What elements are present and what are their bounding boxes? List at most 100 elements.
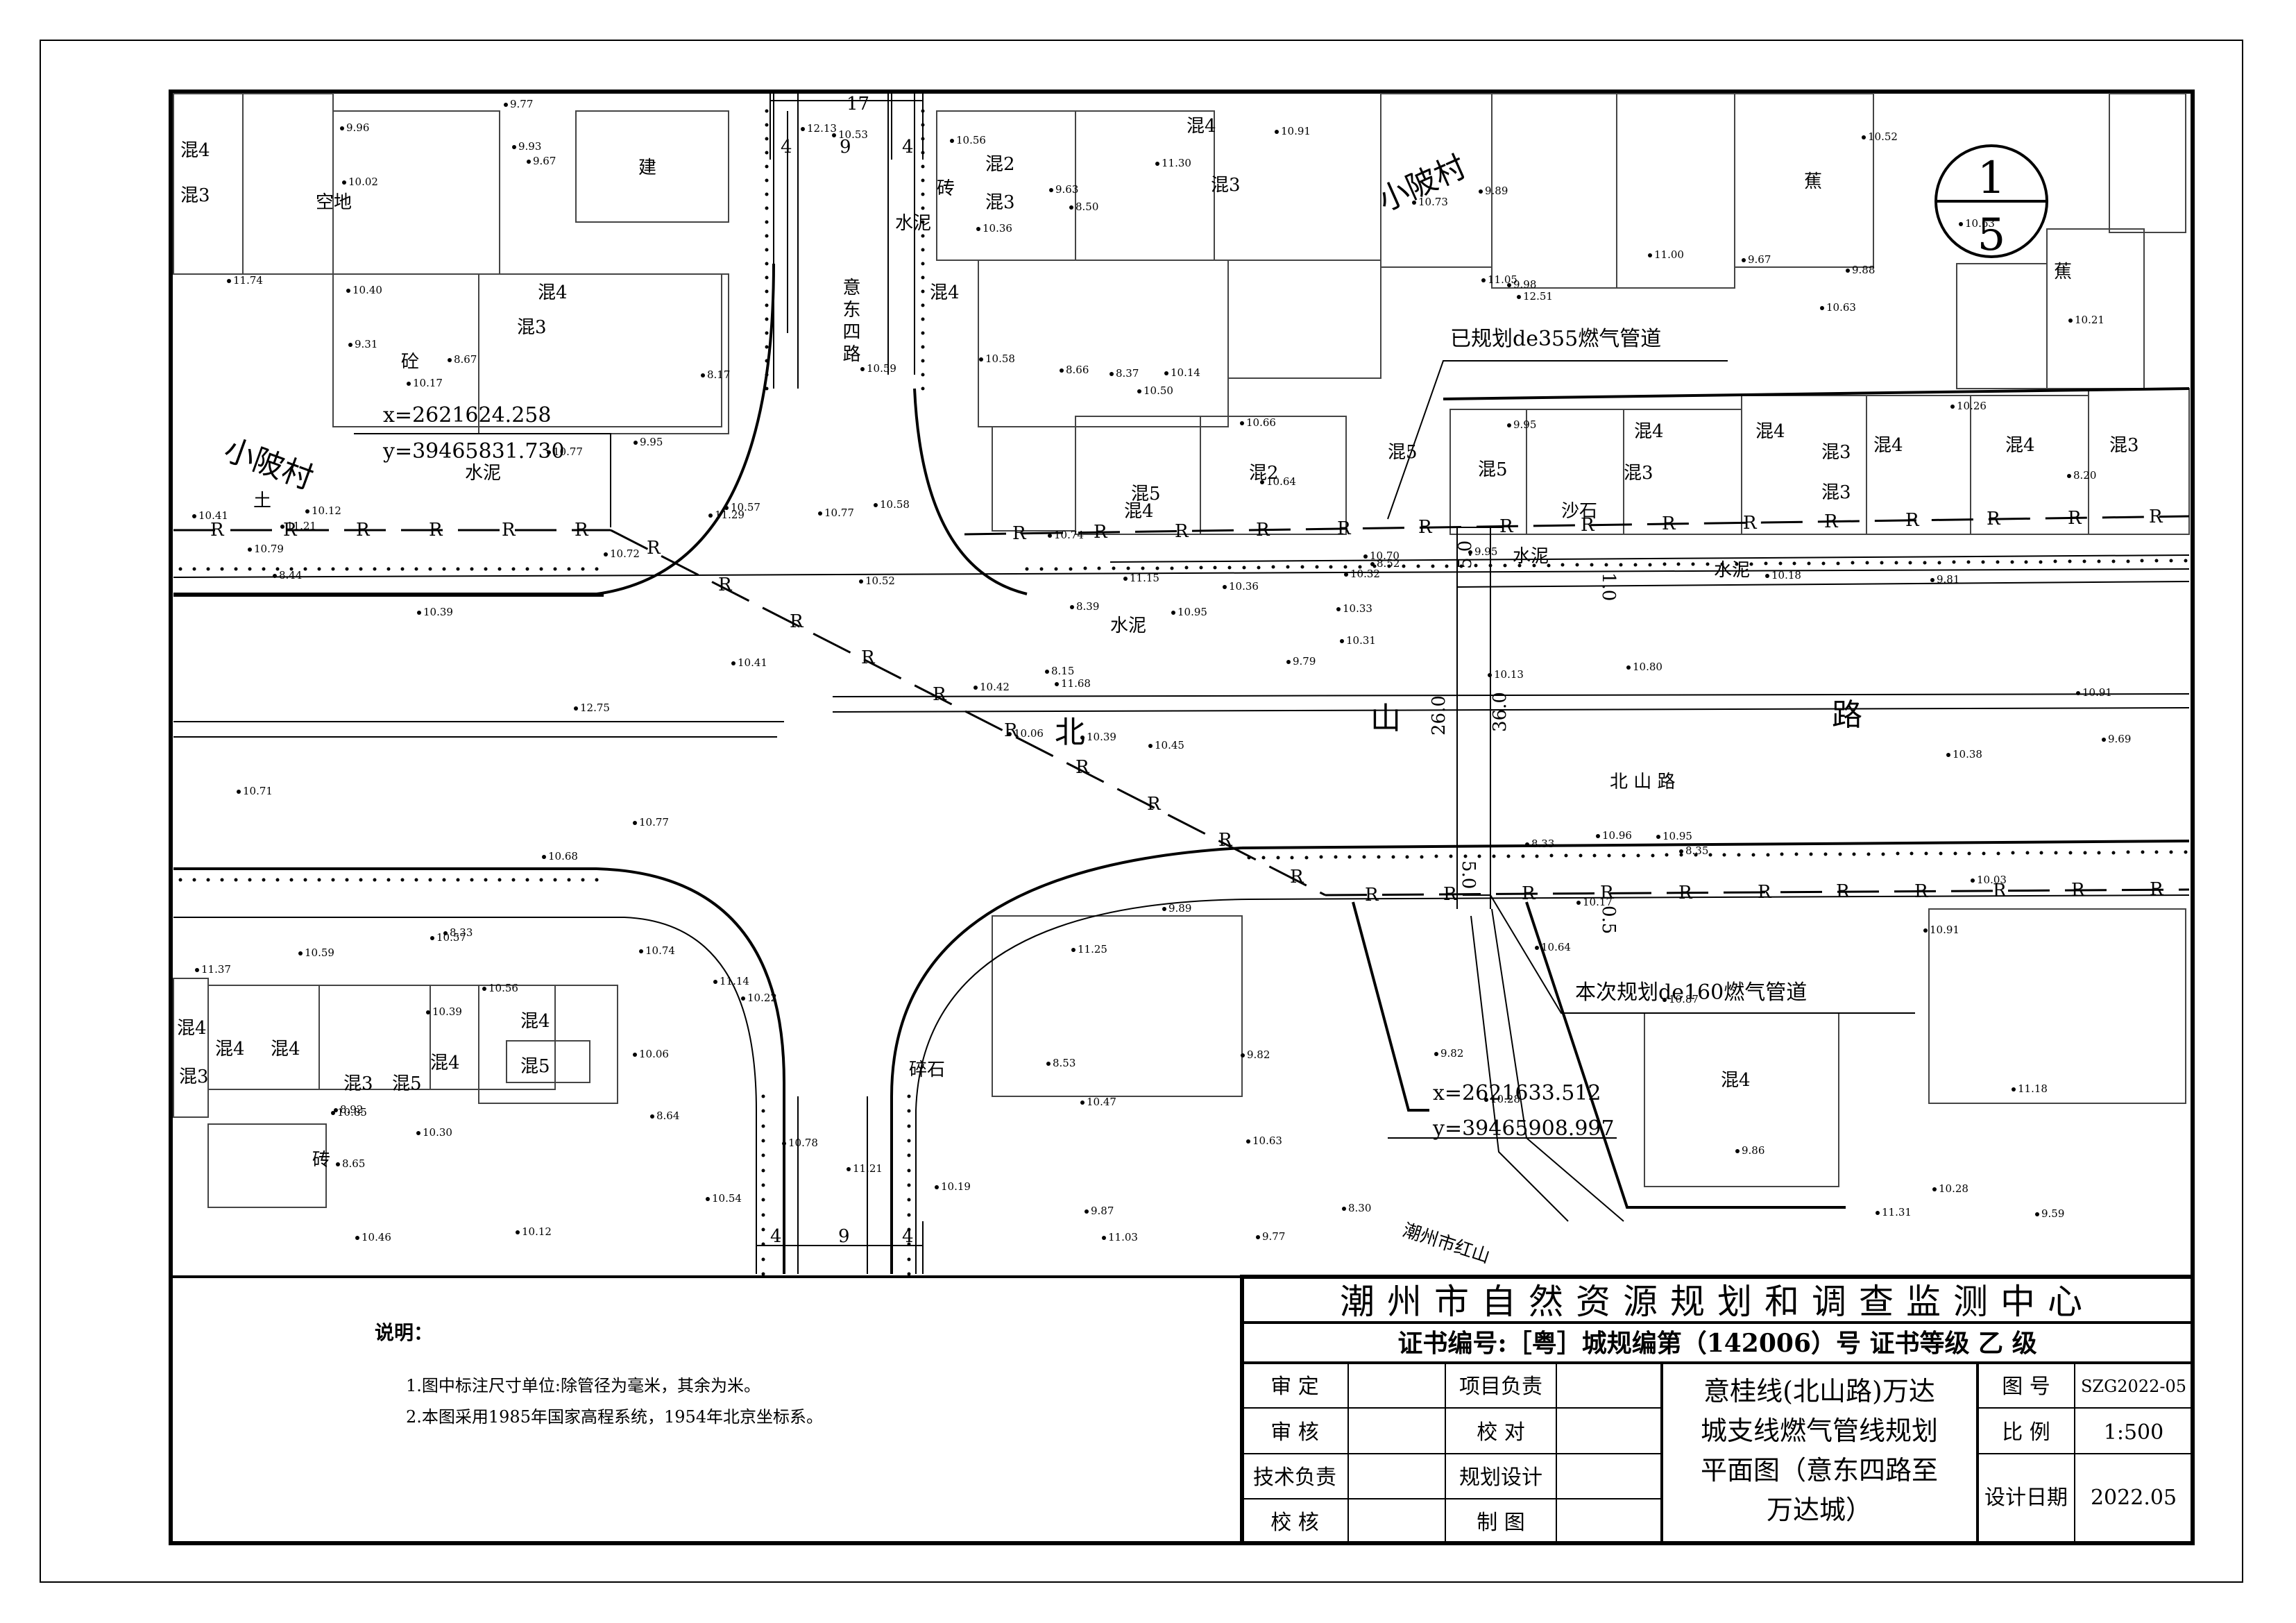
sidewalk-dot [1477,854,1481,858]
sidewalk-dot [1549,853,1554,858]
elevation-value: 11.74 [233,274,263,287]
title-block: 潮州市自然资源规划和调查监测中心 证书编号:［粤］城规编第（142006）号 证… [1240,1275,2195,1545]
sidewalk-dot [907,1169,911,1173]
sidewalk-dot [1838,852,1842,856]
elevation-value: 10.39 [423,606,453,618]
sidewalk-dot [921,359,925,363]
elevation-point [1137,389,1141,393]
sidewalk-dot [761,1198,765,1202]
sidewalk-dot [1663,562,1667,566]
elevation-value: 9.89 [1485,185,1508,197]
sidewalk-dot [921,234,925,238]
sidewalk-dot [1170,566,1174,570]
sidewalk-dot [1276,856,1280,860]
elevation-point [633,441,638,445]
elevation-value: 10.17 [413,377,443,389]
sidewalk-dot [1300,565,1304,569]
sidewalk-dot [484,878,488,882]
building-label: 混4 [177,1018,207,1039]
elevation-value: 10.36 [1229,580,1259,593]
pipe-marker-r: R [1175,521,1189,542]
sidewalk-dot [765,275,769,280]
elevation-value: 10.63 [1252,1135,1282,1147]
elevation-value: 10.52 [865,575,895,587]
elevation-point [227,279,231,283]
elevation-point [1517,295,1521,299]
sidewalk-dot [317,878,321,882]
sidewalk-dot [1676,562,1681,566]
row-2-label-1: 审 核 [1270,1420,1319,1445]
sidewalk-dot [2053,559,2057,563]
sidewalk-dot [1665,853,1669,857]
sidewalk-dot [921,109,925,113]
sidewalk-dot [2111,851,2116,855]
sidewalk-dot [1708,853,1712,857]
elevation-point [1876,1211,1880,1215]
elevation-point [192,514,196,518]
building-label: 砖 [312,1150,330,1171]
sidewalk-dot [761,1183,765,1187]
sidewalk-dot [345,878,349,882]
elevation-point [1246,1139,1250,1144]
sidewalk-dot [1054,567,1058,571]
elevation-point [847,1167,851,1171]
elevation-point [1256,1235,1260,1239]
elevation-value: 10.30 [423,1126,452,1139]
elevation-value: 10.95 [1177,606,1207,618]
building-label: 混3 [1624,463,1653,484]
building-label: 混3 [517,317,547,338]
map-area: 小陂村 小陂村 意东四路 北 山 路 北 山 路 潮州市红山 已规划de355燃… [173,93,2190,1276]
sidewalk-dot [1039,567,1044,571]
sidewalk-dot [1564,853,1568,858]
sidewalk-dot [1691,562,1695,566]
sidewalk-dot [765,248,769,252]
elevation-point [1679,849,1683,853]
elevation-point [1069,205,1073,210]
sidewalk-dot [921,303,925,307]
sidewalk-dot [1315,565,1319,569]
elevation-point [1576,901,1581,905]
sidewalk-dot [1694,853,1698,857]
elevation-value: 10.02 [348,176,378,188]
sidewalk-dot [1155,566,1159,570]
project-title-line-2: 城支线燃气管线规划 [1701,1416,1938,1446]
elevation-value: 9.82 [1440,1047,1463,1060]
sidewalk-dot [1532,563,1536,568]
offset-1: 5.0 [1455,541,1476,569]
sidewalk-dot [1953,851,1957,856]
sidewalk-dot [1706,562,1710,566]
sidewalk-dot [1821,561,1826,566]
sidewalk-dot [511,878,516,882]
elevation-value: 11.25 [1078,943,1107,955]
sidewalk-dot [1391,855,1395,859]
elevation-value: 10.78 [788,1137,818,1149]
sidewalk-dot [921,206,925,210]
elevation-point [1241,1053,1245,1057]
elevation-point [706,1197,710,1201]
pipe-marker-r: R [1290,867,1304,887]
sidewalk-dot [1866,852,1871,856]
elevation-value: 11.31 [1882,1206,1912,1218]
sidewalk-dot [1792,561,1796,566]
sidewalk-dot [1967,851,1971,856]
sidewalk-dot [2068,559,2072,563]
pipe-marker-r: R [718,575,733,595]
elevation-point [1148,744,1153,748]
sidewalk-dot [2141,850,2145,854]
sidewalk-dot [484,567,488,571]
sidewalk-dot [1720,562,1724,566]
sidewalk-dot [907,1109,911,1113]
building-label: 混4 [215,1039,245,1060]
sidewalk-dot [2010,560,2014,564]
elevation-value: 9.77 [1262,1230,1285,1243]
elevation-value: 10.77 [824,507,854,519]
offset-2: 1.0 [1598,572,1619,601]
elevation-value: 10.39 [432,1005,462,1018]
elevation-value: 10.57 [731,501,760,513]
sidewalk-dot [907,1242,911,1246]
elevation-value: 10.64 [1541,941,1571,953]
sidewalk-dot [2025,851,2030,855]
elevation-point [1155,162,1159,166]
sidewalk-dot [2184,850,2188,854]
sheet-index-den: 5 [1978,210,2006,261]
